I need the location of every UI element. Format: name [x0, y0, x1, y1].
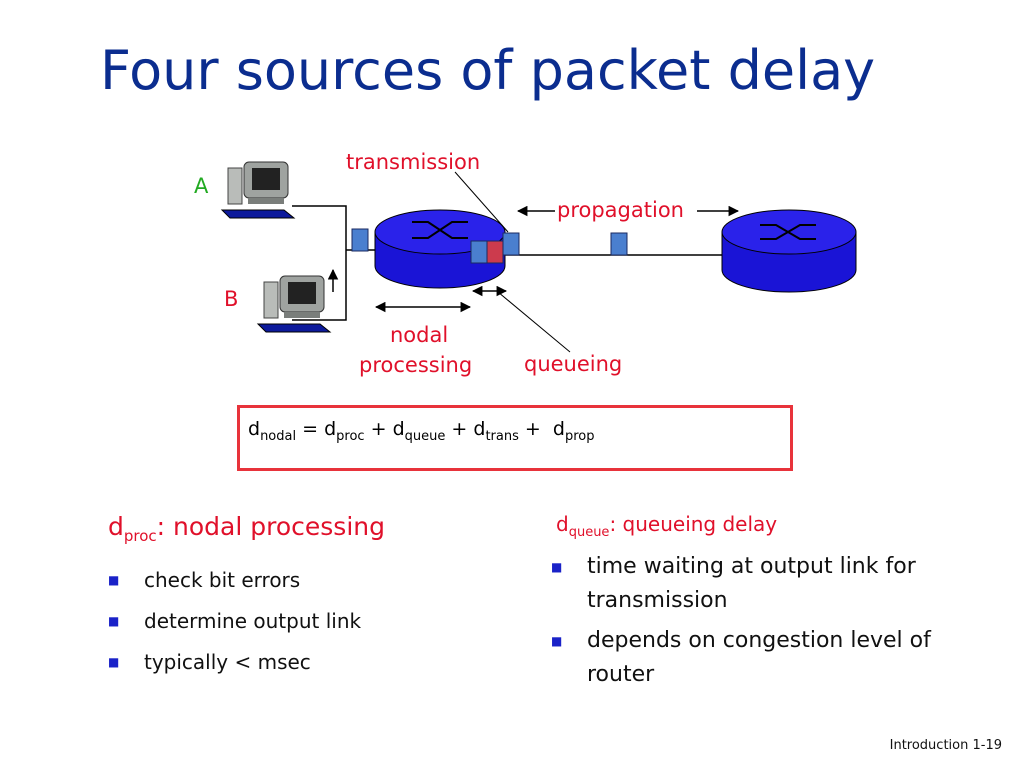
bullet-icon: ■: [108, 573, 120, 587]
packet-propagating: [610, 232, 628, 256]
bullet-icon: ■: [108, 614, 120, 628]
nodal-delay-formula: dnodal = dproc + dqueue + dtrans + dprop: [248, 418, 595, 444]
router-2-icon: [721, 209, 857, 293]
queueing-pointer: [497, 291, 571, 353]
formula-box: [237, 405, 793, 471]
bullet-icon: ■: [108, 655, 120, 669]
list-item: ■typically < msec: [108, 642, 468, 683]
computer-b-icon: [256, 275, 332, 333]
queue-bullet-list: ■time waiting at output link for transmi…: [551, 550, 981, 698]
queue-heading: dqueue: queueing delay: [556, 512, 778, 540]
packet-transmitting: [502, 232, 520, 256]
packet-queued-red: [486, 240, 504, 264]
transmission-label: transmission: [346, 150, 481, 174]
page-title: Four sources of packet delay: [100, 39, 876, 102]
nodal-label: nodal: [390, 323, 449, 347]
list-item: ■time waiting at output link for transmi…: [551, 550, 981, 618]
host-b-label: B: [224, 287, 239, 311]
transmission-pointer: [454, 171, 509, 233]
network-diagram: [220, 161, 857, 353]
list-item: ■check bit errors: [108, 560, 468, 601]
slide-footer: Introduction 1-19: [889, 738, 1002, 753]
bullet-icon: ■: [551, 634, 563, 648]
computer-a-icon: [220, 161, 296, 219]
proc-heading: dproc: nodal processing: [108, 512, 385, 545]
packet-queued-blue: [470, 240, 488, 264]
processing-label: processing: [359, 353, 473, 377]
packet-arriving: [351, 228, 369, 252]
host-a-label: A: [194, 174, 209, 198]
list-item: ■determine output link: [108, 601, 468, 642]
propagation-label: propagation: [557, 198, 684, 222]
bullet-icon: ■: [551, 560, 563, 574]
proc-bullet-list: ■check bit errors ■determine output link…: [108, 560, 468, 683]
queueing-label: queueing: [524, 352, 623, 376]
list-item: ■depends on congestion level of router: [551, 624, 981, 692]
